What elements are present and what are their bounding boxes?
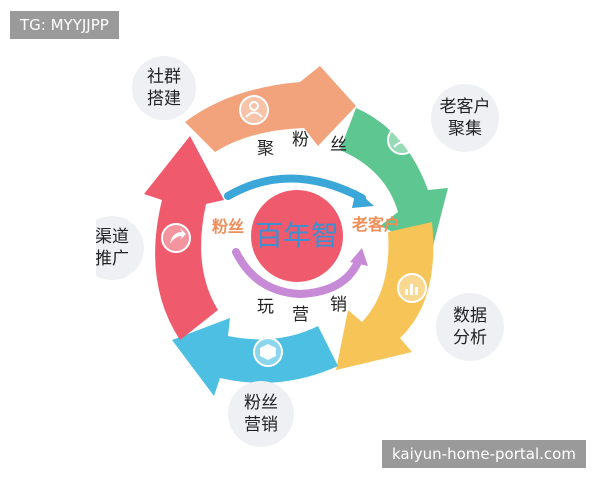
stage-4-line-1: 推广: [95, 249, 129, 269]
stage-3-line-1: 营销: [244, 415, 278, 435]
ring-segment-channels: [144, 136, 224, 340]
stage-0-line-0: 社群: [147, 67, 181, 87]
watermark-tag-top: TG: MYYJJPP: [10, 11, 119, 39]
ring-segment-social: [185, 66, 356, 152]
stage-1-line-0: 老客户: [440, 97, 491, 117]
stage-3-line-0: 粉丝: [244, 393, 278, 413]
inner-arrow-top-head: [352, 190, 374, 208]
stage-1-line-1: 聚集: [448, 119, 482, 139]
bar-chart-icon: [405, 284, 418, 295]
stage-2-line-1: 分析: [453, 328, 487, 348]
inner-arrow-bottom-head: [350, 248, 368, 266]
stage-2-line-0: 数据: [453, 306, 487, 326]
ring-segment-old-customers: [340, 108, 448, 250]
ring-label-top-1: 粉: [292, 130, 309, 150]
ring-label-top-0: 聚: [257, 139, 274, 159]
center-right-label: 老客户: [351, 215, 400, 234]
center-left-label: 粉丝: [212, 217, 244, 236]
ring-icon-user: [239, 95, 269, 125]
ring-icon-share-arrow: [161, 223, 191, 253]
stage-bubble-data: 数据 分析: [436, 293, 504, 361]
ring-icon-megaphone: [253, 337, 283, 367]
user-icon: [249, 101, 259, 111]
ring-label-bottom-2: 销: [330, 295, 347, 315]
ring-segment-data: [336, 222, 434, 370]
ring-icon-person-badge: [387, 125, 417, 155]
inner-arrow-bottom: [232, 248, 362, 299]
stage-0-line-1: 搭建: [147, 89, 181, 109]
stage-bubble-channels: 渠道 推广: [95, 216, 144, 280]
stage-bubble-fan-marketing: 粉丝 营销: [228, 381, 294, 447]
ring-icon-bar-chart: [397, 273, 427, 303]
ring-label-bottom-1: 营: [292, 305, 309, 325]
center-title: 百年智: [255, 219, 339, 252]
ring-label-bottom-0: 玩: [257, 297, 274, 317]
stage-bubble-social: 社群 搭建: [132, 56, 196, 120]
share-arrow-icon: [170, 228, 186, 244]
inner-arrow-top: [224, 174, 366, 202]
megaphone-icon: [260, 344, 276, 360]
watermark-tag-bottom: kaiyun-home-portal.com: [382, 440, 586, 468]
center-circle: [251, 190, 343, 282]
person-badge-icon: [397, 131, 407, 141]
stage-4-line-0: 渠道: [95, 227, 129, 247]
stage-bubble-old-customers: 老客户 聚集: [431, 84, 499, 152]
ring-label-top-2: 丝: [330, 135, 347, 155]
